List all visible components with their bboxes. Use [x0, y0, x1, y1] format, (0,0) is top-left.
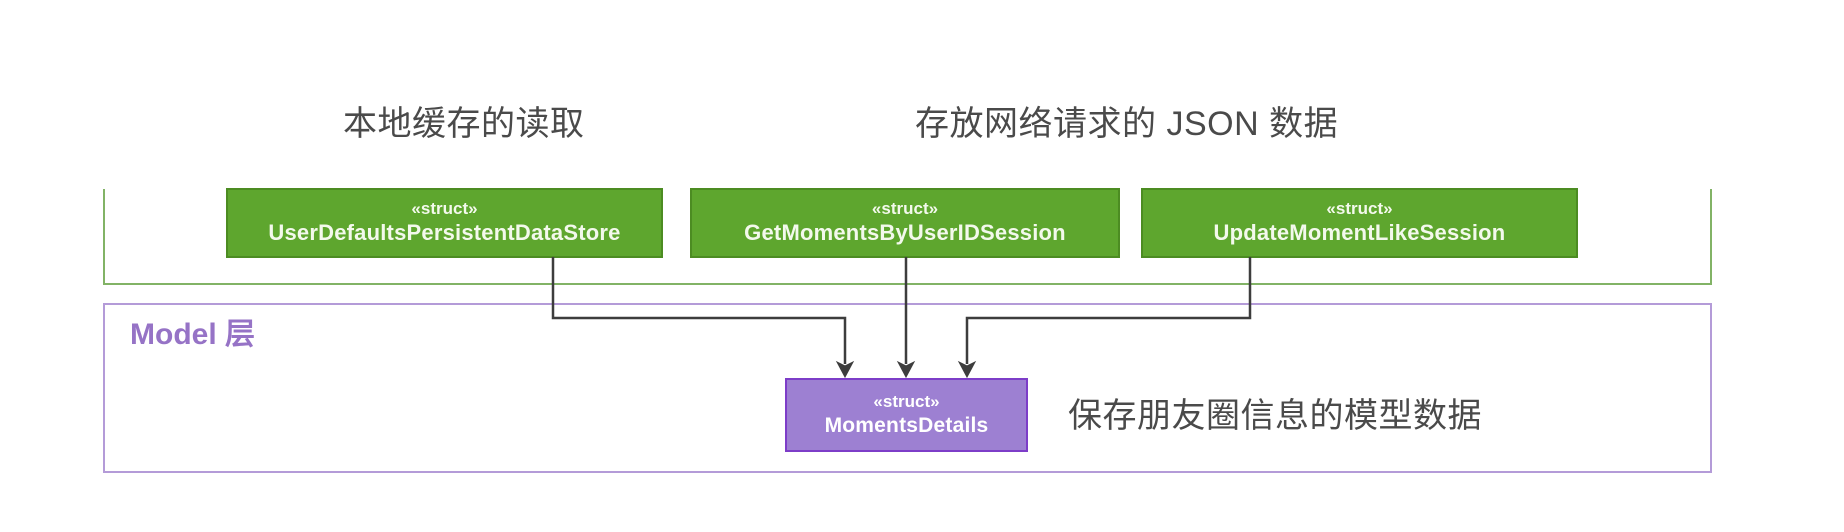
- struct-stereotype: «struct»: [873, 391, 940, 411]
- struct-stereotype: «struct»: [411, 199, 478, 219]
- struct-name: UpdateMomentLikeSession: [1213, 220, 1506, 246]
- struct-stereotype: «struct»: [871, 199, 939, 219]
- model-layer-container: Model 层: [103, 303, 1712, 473]
- network-layer-container: [103, 189, 1712, 285]
- struct-stereotype: «struct»: [1326, 199, 1393, 219]
- annotation-model-note: 保存朋友圈信息的模型数据: [1068, 397, 1482, 435]
- struct-box-update-moment-like-session: «struct» UpdateMomentLikeSession: [1141, 188, 1578, 258]
- struct-box-moments-details: «struct» MomentsDetails: [785, 378, 1028, 452]
- struct-name: GetMomentsByUserIDSession: [744, 220, 1066, 246]
- struct-box-userdefaults-persistent-datastore: «struct» UserDefaultsPersistentDataStore: [226, 188, 663, 258]
- struct-box-get-moments-by-userid-session: «struct» GetMomentsByUserIDSession: [690, 188, 1120, 258]
- struct-name: UserDefaultsPersistentDataStore: [268, 220, 621, 246]
- struct-name: MomentsDetails: [824, 413, 989, 437]
- model-layer-label: Model 层: [130, 318, 255, 351]
- annotation-network-json: 存放网络请求的 JSON 数据: [915, 105, 1339, 143]
- annotation-local-cache: 本地缓存的读取: [343, 105, 585, 143]
